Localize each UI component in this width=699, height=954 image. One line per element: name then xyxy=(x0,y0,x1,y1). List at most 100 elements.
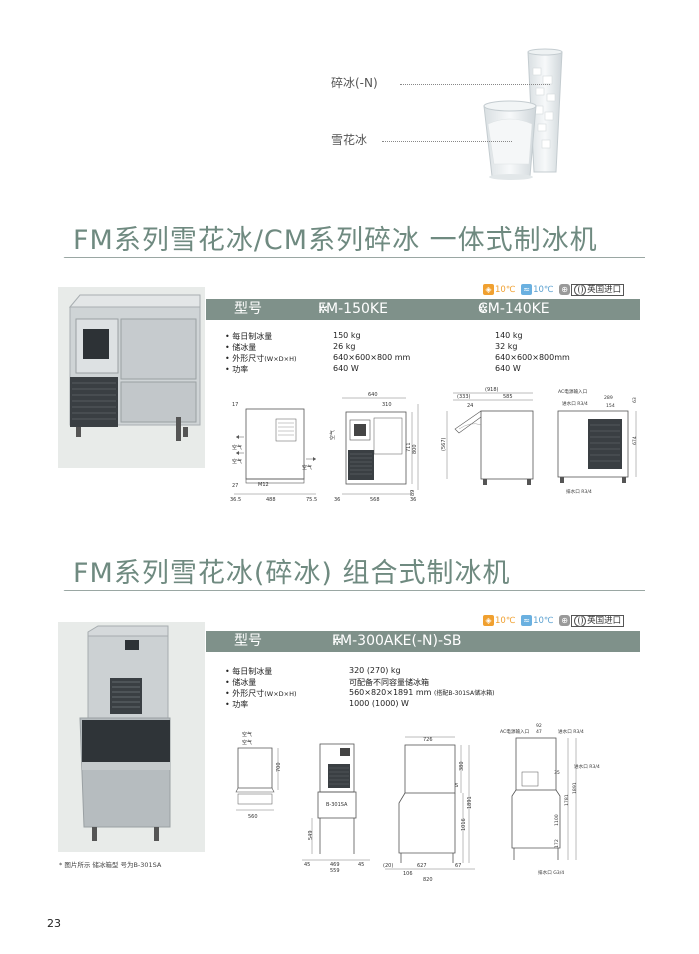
dim-text: 711 xyxy=(406,442,412,452)
fm150ke-door-drawing: (918) (333) 585 24 (567) xyxy=(433,385,538,490)
section2-title: FM系列雪花冰(碎冰) 组合式制冰机 xyxy=(73,558,511,589)
dim-text: 63 xyxy=(632,397,638,403)
model-label: 型号 xyxy=(234,633,262,649)
dim-text: 45 xyxy=(358,862,364,868)
fm300ake-rear-drawing: 92 AC电源输入口 47 进水口 R3/4 进水口 R3/4 35 1781 … xyxy=(498,722,613,880)
dim-text: 空气 xyxy=(232,458,242,465)
dim-text: 559 xyxy=(330,868,340,872)
dim-text: 1016 xyxy=(461,818,467,831)
spec-value: 560×820×1891 mm (搭配B-301SA储冰箱) xyxy=(349,688,495,697)
plug-icon: ⊕ xyxy=(559,284,571,295)
spec-label-power: 功率 xyxy=(225,699,248,710)
spec-value: 640×600×800mm xyxy=(495,353,570,362)
dim-text: 106 xyxy=(403,871,413,877)
dim-text: 488 xyxy=(266,497,276,503)
dim-text: 1891 xyxy=(467,796,473,809)
dim-text: (918) xyxy=(485,387,498,393)
spec-label-dimensions: 外形尺寸(W×D×H) xyxy=(225,688,296,699)
dim-text: (567) xyxy=(441,438,447,451)
dim-text: 1781 xyxy=(564,794,570,806)
dim-text: 568 xyxy=(370,497,380,503)
dim-text: 36 xyxy=(410,497,416,503)
dim-text: 585 xyxy=(503,394,513,400)
spec-value: 1000 (1000) W xyxy=(349,699,409,708)
spec-label-storage: 储冰量 xyxy=(225,342,256,353)
dim-text: B-301SA xyxy=(326,802,348,808)
dim-text: 640 xyxy=(368,392,378,398)
page-number: 23 xyxy=(47,917,61,930)
section1-title-rule xyxy=(70,257,645,258)
fm150ke-side-drawing: 17 空气 空气 空气 27 M12 36.5 488 75.5 xyxy=(228,395,323,505)
section1-badges: ◈10℃ ≈10℃ ⊕英国进口 xyxy=(483,283,627,297)
globe-icon xyxy=(574,614,587,627)
temp-badge-blue: ≈10℃ xyxy=(521,614,553,626)
dim-text: 310 xyxy=(382,402,392,408)
crushed-ice-leader-line xyxy=(400,84,550,85)
ice-glasses-illustration xyxy=(470,48,585,183)
water-icon: ≈ xyxy=(521,283,533,295)
dim-text: 空气 xyxy=(242,731,252,738)
dim-text: 820 xyxy=(423,877,433,883)
dim-text: 154 xyxy=(606,403,615,409)
fm300ake-photo xyxy=(58,622,205,852)
plug-icon: ⊕ xyxy=(559,615,571,626)
water-icon: ≈ xyxy=(521,614,533,626)
dim-text: 47 xyxy=(536,729,542,735)
dim-text: AC电源输入口 xyxy=(558,388,588,395)
dim-text: 469 xyxy=(330,862,340,868)
fm150ke-front-drawing: 640 310 空气 711 800 89 36 568 36 xyxy=(328,390,423,505)
dim-text: AC电源输入口 xyxy=(500,728,530,735)
temp-badge-orange: ◈10℃ xyxy=(483,614,515,626)
thermo-icon: ◈ xyxy=(483,283,494,295)
dim-text: 空气 xyxy=(302,464,312,471)
dim-text: 36.5 xyxy=(230,497,241,503)
dim-text: 800 xyxy=(412,444,418,454)
dim-text: 45 xyxy=(304,862,310,868)
import-badge: ⊕英国进口 xyxy=(559,614,625,627)
dim-text: 89 xyxy=(410,490,416,496)
section2-title-rule xyxy=(70,590,645,591)
spec-value: 可配备不同容量储冰箱 xyxy=(349,678,429,687)
fan-icon: ✲ xyxy=(332,634,343,648)
dim-text: 67 xyxy=(455,863,461,869)
spec-label-power: 功率 xyxy=(225,364,248,375)
dim-text: 289 xyxy=(604,395,613,401)
dim-text: 560 xyxy=(248,814,258,820)
dim-text: (20) xyxy=(383,863,393,869)
temp-badge-orange: ◈10℃ xyxy=(483,283,515,295)
globe-icon xyxy=(574,283,587,296)
dim-text: 726 xyxy=(423,737,433,743)
fm300ake-side-drawing: 726 S 380 1891 1016 (20) 627 67 106 820 xyxy=(381,733,484,883)
dim-text: 35 xyxy=(554,770,560,776)
thermo-icon: ◈ xyxy=(483,614,494,626)
fm300ake-top-drawing: 空气 空气 700 560 xyxy=(228,728,288,823)
spec-value: 150 kg xyxy=(333,331,361,340)
spec-label-daily-output: 每日制冰量 xyxy=(225,331,272,342)
spec-value: 640 W xyxy=(333,364,359,373)
section2-spec-header: 型号 ✲FM-300AKE(-N)-SB xyxy=(206,631,640,652)
fm300ake-with-bin-drawing: B-301SA 549 45 469 45 559 xyxy=(302,742,377,872)
dim-text: 27 xyxy=(232,483,238,489)
dim-text: 172 xyxy=(554,839,560,848)
dim-text: 进水口 R3/4 xyxy=(574,763,600,770)
dim-text: 380 xyxy=(459,761,465,771)
spec-label-daily-output: 每日制冰量 xyxy=(225,666,272,677)
dim-text: 排水口 G3/4 xyxy=(538,869,564,876)
dim-text: 1100 xyxy=(554,814,560,826)
flake-ice-leader-line xyxy=(382,141,512,142)
flake-ice-label: 雪花冰 xyxy=(331,133,368,147)
section2-badges: ◈10℃ ≈10℃ ⊕英国进口 xyxy=(483,614,627,628)
spec-value: 640×600×800 mm xyxy=(333,353,411,362)
dim-text: 空气 xyxy=(232,444,242,451)
dim-text: 75.5 xyxy=(306,497,317,503)
section1-spec-header: 型号 ✲FM-150KE ✲CM-140KE xyxy=(206,299,640,320)
spec-value: 320 (270) kg xyxy=(349,666,401,675)
spec-value: 26 kg xyxy=(333,342,356,351)
dim-text: 627 xyxy=(417,863,427,869)
dim-text: 92 xyxy=(536,723,542,729)
dim-text: 549 xyxy=(308,830,314,840)
dim-text: 空气 xyxy=(329,430,336,440)
photo-caption: * 图片所示 储冰箱型 号为B-301SA xyxy=(59,861,162,869)
temp-badge-blue: ≈10℃ xyxy=(521,283,553,295)
dim-text: (333) xyxy=(457,394,470,400)
